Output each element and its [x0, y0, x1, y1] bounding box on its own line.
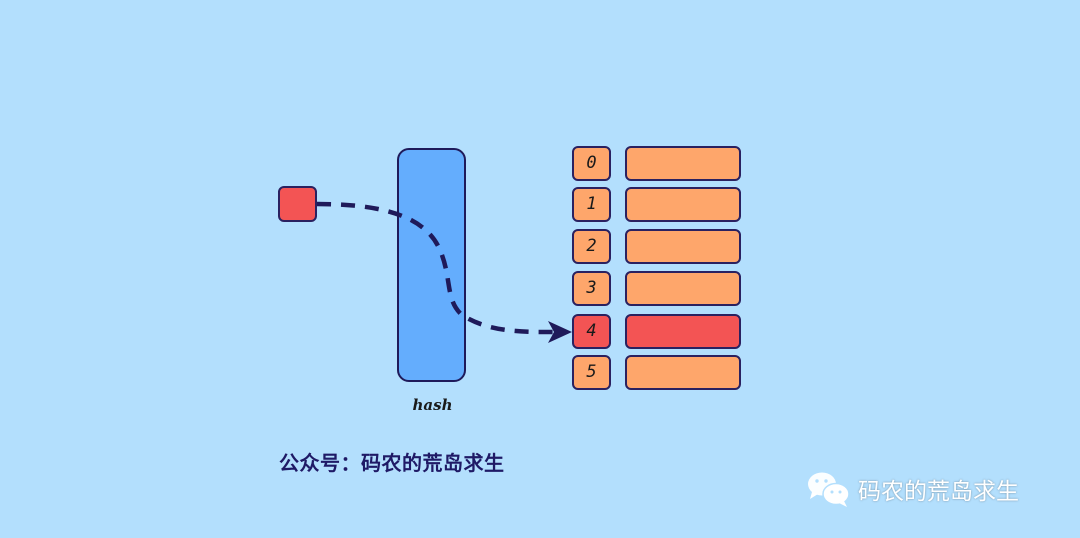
bucket-index-1: 1 — [572, 187, 611, 222]
bucket-index-0: 0 — [572, 146, 611, 181]
bucket-slot-2 — [625, 229, 741, 264]
watermark-text: 码农的荒岛求生 — [858, 479, 1019, 505]
caption-title: 公众号：码农的荒岛求生 — [279, 451, 505, 475]
bucket-slot-4 — [625, 314, 741, 349]
input-key-square — [278, 186, 317, 222]
bucket-index-4: 4 — [572, 314, 611, 349]
bucket-slot-0 — [625, 146, 741, 181]
bucket-slot-1 — [625, 187, 741, 222]
bucket-index-5: 5 — [572, 355, 611, 390]
arrow-head — [548, 321, 572, 343]
bucket-slot-5 — [625, 355, 741, 390]
bucket-slot-3 — [625, 271, 741, 306]
bucket-index-3: 3 — [572, 271, 611, 306]
wechat-icon — [808, 472, 850, 507]
hash-function-box — [397, 148, 466, 382]
watermark: 码农的荒岛求生 — [806, 470, 1019, 508]
dashed-arrow-line — [316, 201, 561, 335]
bucket-index-2: 2 — [572, 229, 611, 264]
hash-label: hash — [412, 396, 453, 414]
